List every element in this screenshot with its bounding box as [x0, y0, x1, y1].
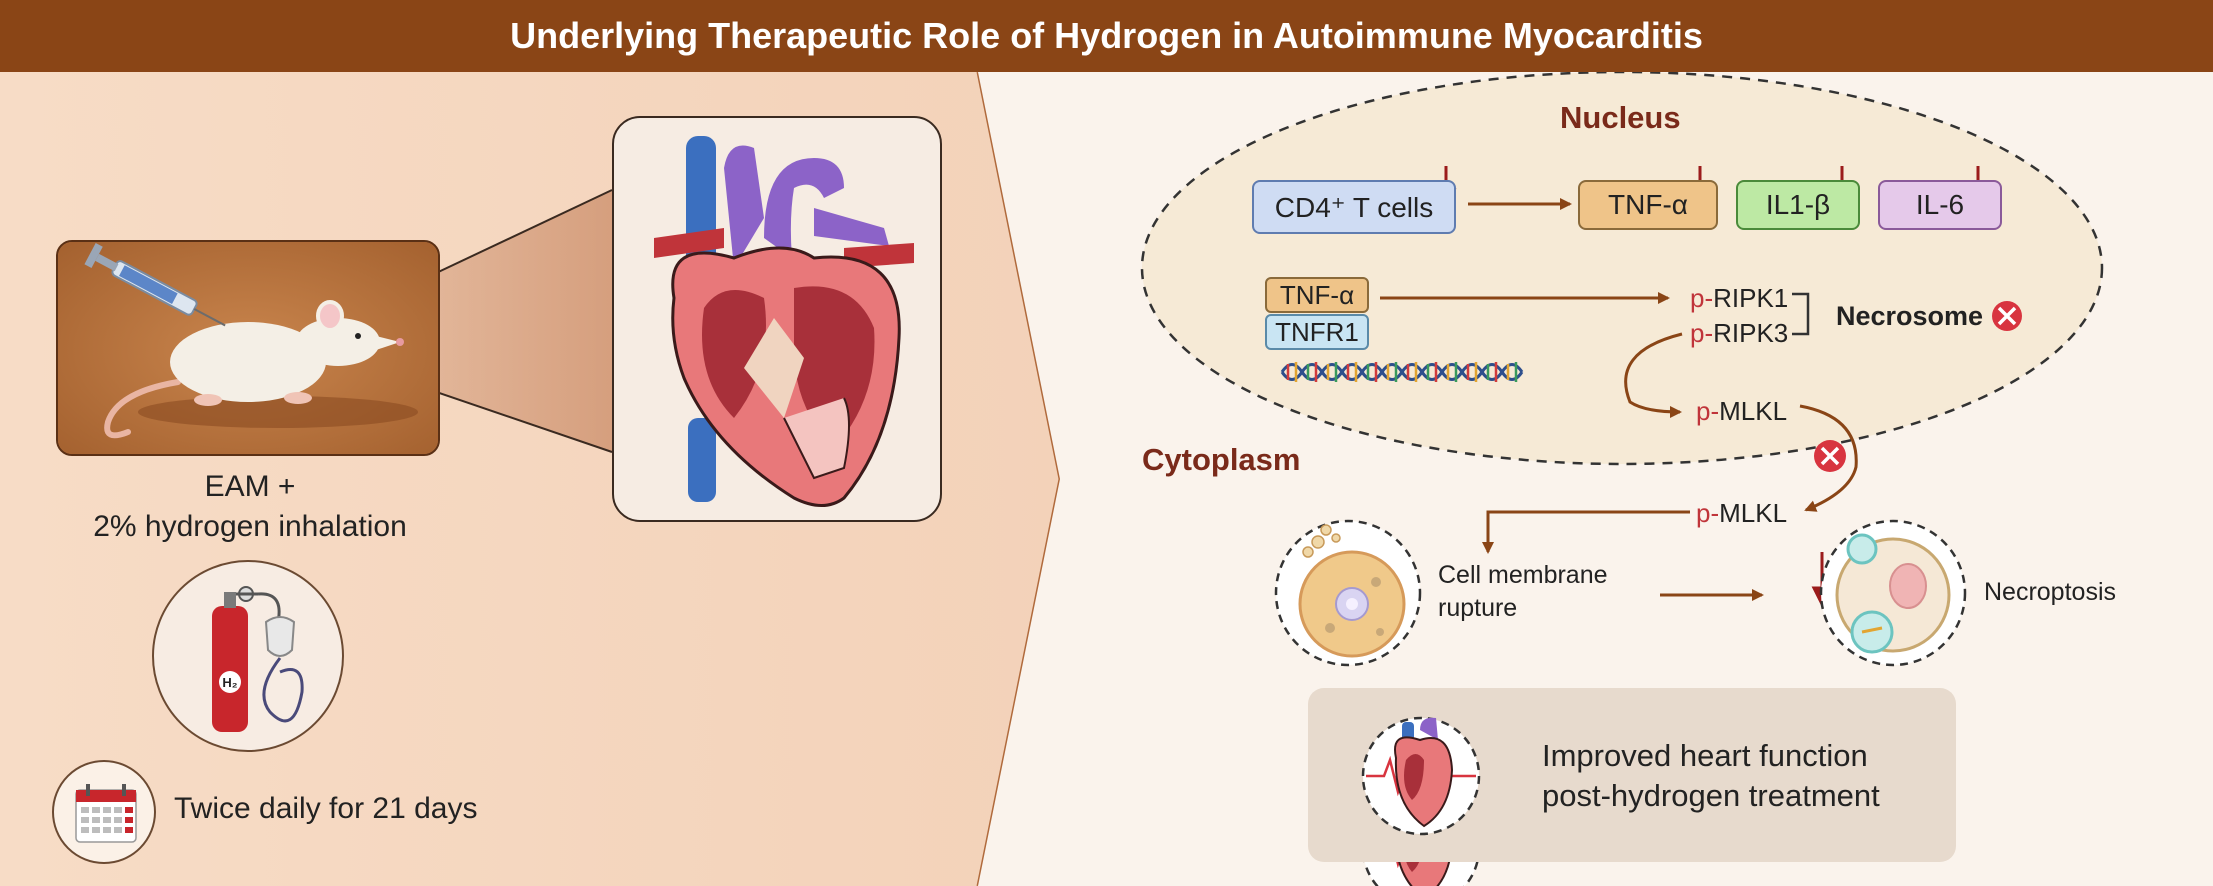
tnf-ligand-pill: TNF-α [1265, 277, 1369, 313]
heart-image-box [612, 116, 942, 522]
hydrogen-cylinder-circle: H₂ [152, 560, 344, 752]
il6-box: IL-6 [1878, 180, 2002, 230]
p-mlkl-cytoplasm-label: p-MLKL [1696, 498, 1787, 529]
mlkl-translocation-arrow [1799, 404, 1858, 512]
tnfr1-receptor-pill: TNFR1 [1265, 314, 1369, 350]
p-mlkl-cytoplasm-name: MLKL [1719, 498, 1788, 528]
p-ripk3-prefix: p- [1690, 318, 1714, 348]
zoom-wedge [290, 190, 612, 452]
treatment-line1: EAM + [204, 470, 296, 503]
mlkl-to-rupture-arrow [1482, 510, 1690, 554]
translocation-blocked-icon [1814, 440, 1846, 472]
schedule-text: Twice daily for 21 days [174, 792, 478, 825]
il1-beta-box: IL1-β [1736, 180, 1860, 230]
tnf-alpha-box: TNF-α [1578, 180, 1718, 230]
p-mlkl-cytoplasm-prefix: p- [1696, 498, 1720, 528]
nucleus-ellipse [1140, 72, 2104, 466]
nucleus-title: Nucleus [1560, 100, 1681, 135]
p-ripk3-label: p-RIPK3 [1690, 318, 1788, 349]
calendar-icon [75, 784, 137, 843]
necroptosis-label: Necroptosis [1984, 578, 2116, 606]
hydrogen-cylinder-icon: H₂ [212, 586, 304, 732]
ripk3-to-mlkl-arrow [1624, 332, 1683, 418]
p-ripk1-prefix: p- [1690, 283, 1714, 313]
p-mlkl-nucleus-prefix: p- [1696, 396, 1720, 426]
result-line1: Improved heart function [1542, 738, 1868, 773]
result-heart-overlay [1361, 716, 1481, 836]
treatment-line2: 2% hydrogen inhalation [93, 510, 407, 543]
necrosome-blocked-icon [1992, 301, 2022, 331]
rat-image-box [56, 240, 440, 456]
calendar-circle [52, 760, 156, 864]
heart-anatomy-icon [654, 136, 914, 507]
ruptured-cell-icon [1274, 519, 1422, 667]
result-line2: post-hydrogen treatment [1542, 778, 1880, 813]
dna-helix-icon [1280, 362, 1524, 382]
rupture-line1: Cell membrane [1438, 561, 1608, 589]
necroptotic-cell-icon [1819, 519, 1967, 667]
p-ripk3-name: RIPK3 [1713, 318, 1789, 348]
title-banner: Underlying Therapeutic Role of Hydrogen … [0, 0, 2213, 72]
cd4-t-cells-box: CD4⁺ T cells [1252, 180, 1456, 234]
pathway-diagram [1140, 72, 2104, 886]
p-ripk1-label: p-RIPK1 [1690, 283, 1788, 314]
p-mlkl-nucleus-name: MLKL [1719, 396, 1788, 426]
necrosome-label: Necrosome [1836, 301, 1984, 331]
page-title: Underlying Therapeutic Role of Hydrogen … [510, 15, 1703, 56]
cytoplasm-title: Cytoplasm [1142, 442, 1301, 477]
h2-label: H₂ [222, 675, 237, 690]
rupture-line2: rupture [1438, 594, 1518, 622]
p-mlkl-nucleus-label: p-MLKL [1696, 396, 1787, 427]
p-ripk1-name: RIPK1 [1713, 283, 1789, 313]
necrosome-bracket [1792, 292, 1810, 336]
rat-with-syringe-icon [58, 242, 438, 454]
